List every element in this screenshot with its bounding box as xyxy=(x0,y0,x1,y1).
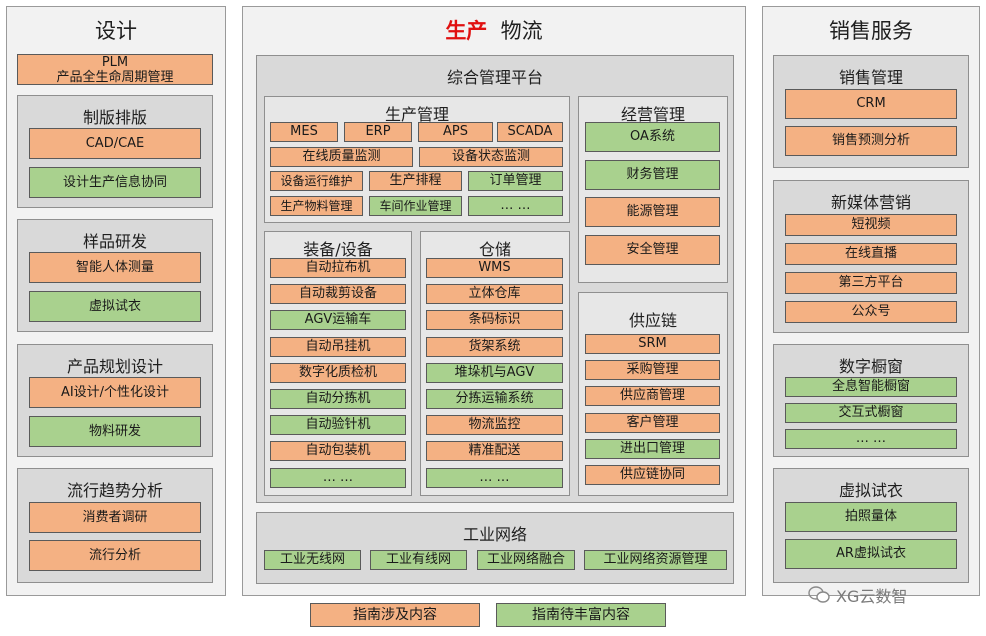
item-virtual-fitting: 虚拟试衣 xyxy=(29,291,201,322)
equipment-item-4: 数字化质检机 xyxy=(270,362,406,383)
item-crm: CRM xyxy=(785,89,957,119)
storage-item-1: 立体仓库 xyxy=(426,284,563,305)
legend-provided: 指南涉及内容 xyxy=(310,603,480,627)
item-material-rd: 物料研发 xyxy=(29,416,201,447)
production-management-title: 生产管理 xyxy=(384,105,449,124)
item-mes: MES xyxy=(270,122,338,142)
item-photo-measure: 拍照量体 xyxy=(785,502,957,532)
supply-item-3: 客户管理 xyxy=(585,412,720,433)
equipment-title: 装备/设备 xyxy=(303,240,373,259)
business-item-0: OA系统 xyxy=(585,122,720,152)
group-title: 销售管理 xyxy=(838,68,903,87)
supply-item-2: 供应商管理 xyxy=(585,386,720,407)
group-title: 产品规划设计 xyxy=(66,357,163,376)
item-sales-forecast: 销售预测分析 xyxy=(785,126,957,156)
platform-title: 综合管理平台 xyxy=(446,68,543,87)
plm-box: PLM 产品全生命周期管理 xyxy=(17,54,213,85)
item-equipment-status-monitoring: 设备状态监测 xyxy=(419,147,563,167)
group-title: 流行趋势分析 xyxy=(66,481,163,500)
business-management-title: 经营管理 xyxy=(620,105,685,124)
item-production-material-management: 生产物料管理 xyxy=(270,196,363,216)
supply-item-0: SRM xyxy=(585,334,720,354)
group-title: 虚拟试衣 xyxy=(838,481,903,500)
supply-chain-title: 供应链 xyxy=(628,311,677,330)
storage-item-8: … … xyxy=(426,467,563,488)
group-title: 数字橱窗 xyxy=(838,357,903,376)
item-workshop-operation-management: 车间作业管理 xyxy=(369,196,462,216)
item-body-measure: 智能人体测量 xyxy=(29,252,201,283)
business-item-1: 财务管理 xyxy=(585,159,720,190)
item-network-resource-management: 工业网络资源管理 xyxy=(584,550,727,570)
supply-item-4: 进出口管理 xyxy=(585,438,720,459)
industrial-network-panel: 工业网络 xyxy=(256,512,734,584)
legend-pending: 指南待丰富内容 xyxy=(496,603,666,627)
item-industrial-wired: 工业有线网 xyxy=(370,550,467,570)
item-consumer-research: 消费者调研 xyxy=(29,502,201,533)
business-item-3: 安全管理 xyxy=(585,234,720,265)
group-title: 新媒体营销 xyxy=(830,193,911,212)
item-third-party-platform: 第三方平台 xyxy=(785,272,957,294)
supply-item-5: 供应链协同 xyxy=(585,465,720,485)
item-scada: SCADA xyxy=(497,122,563,142)
equipment-item-5: 自动分拣机 xyxy=(270,389,406,409)
storage-item-2: 条码标识 xyxy=(426,310,563,331)
item-order-management: 订单管理 xyxy=(468,171,563,191)
design-column-title: 设计 xyxy=(95,19,137,43)
equipment-item-7: 自动包装机 xyxy=(270,441,406,462)
storage-item-0: WMS xyxy=(426,258,563,278)
watermark-text: XG云数智 xyxy=(836,587,908,606)
storage-title: 仓储 xyxy=(478,240,511,259)
item-live-stream: 在线直播 xyxy=(785,243,957,265)
item-online-quality-monitoring: 在线质量监测 xyxy=(270,147,413,167)
item-official-account: 公众号 xyxy=(785,301,957,323)
item-trend-analysis: 流行分析 xyxy=(29,540,201,571)
item-production-scheduling: 生产排程 xyxy=(369,171,462,191)
item-ar-fitting: AR虚拟试衣 xyxy=(785,539,957,569)
storage-item-5: 分拣运输系统 xyxy=(426,389,563,409)
equipment-item-6: 自动验针机 xyxy=(270,415,406,436)
plm-sublabel: 产品全生命周期管理 xyxy=(56,69,174,85)
group-title: 样品研发 xyxy=(82,232,147,251)
production-column-title: 生产 物流 xyxy=(243,15,745,45)
item-interactive-window: 交互式橱窗 xyxy=(785,403,957,423)
group-title: 制版排版 xyxy=(82,108,147,127)
equipment-item-8: … … xyxy=(270,467,406,488)
item-window-more: … … xyxy=(785,429,957,449)
business-item-2: 能源管理 xyxy=(585,197,720,227)
item-industrial-wireless: 工业无线网 xyxy=(264,550,361,570)
storage-item-6: 物流监控 xyxy=(426,415,563,436)
supply-item-1: 采购管理 xyxy=(585,360,720,381)
equipment-item-0: 自动拉布机 xyxy=(270,258,406,278)
production-title-red: 生产 xyxy=(445,19,488,43)
item-equipment-maintenance: 设备运行维护 xyxy=(270,171,363,191)
industrial-network-title: 工业网络 xyxy=(462,525,527,544)
plm-label: PLM xyxy=(101,54,129,70)
storage-item-3: 货架系统 xyxy=(426,336,563,357)
storage-item-7: 精准配送 xyxy=(426,441,563,462)
equipment-item-3: 自动吊挂机 xyxy=(270,336,406,357)
production-title-logistics: 物流 xyxy=(500,19,543,43)
item-aps: APS xyxy=(418,122,493,142)
equipment-item-1: 自动裁剪设备 xyxy=(270,284,406,305)
storage-item-4: 堆垛机与AGV xyxy=(426,362,563,383)
item-short-video: 短视频 xyxy=(785,214,957,236)
item-ai-design: AI设计/个性化设计 xyxy=(29,377,201,408)
item-cad-cae: CAD/CAE xyxy=(29,128,201,159)
sales-column-title: 销售服务 xyxy=(829,19,913,43)
chat-bubble-icon xyxy=(808,586,830,603)
item-erp: ERP xyxy=(344,122,412,142)
item-design-production-sync: 设计生产信息协同 xyxy=(29,167,201,198)
watermark: XG云数智 xyxy=(808,583,907,607)
item-holographic-window: 全息智能橱窗 xyxy=(785,377,957,397)
item-network-fusion: 工业网络融合 xyxy=(477,550,575,570)
item-prod-more: … … xyxy=(468,196,563,216)
equipment-item-2: AGV运输车 xyxy=(270,310,406,331)
